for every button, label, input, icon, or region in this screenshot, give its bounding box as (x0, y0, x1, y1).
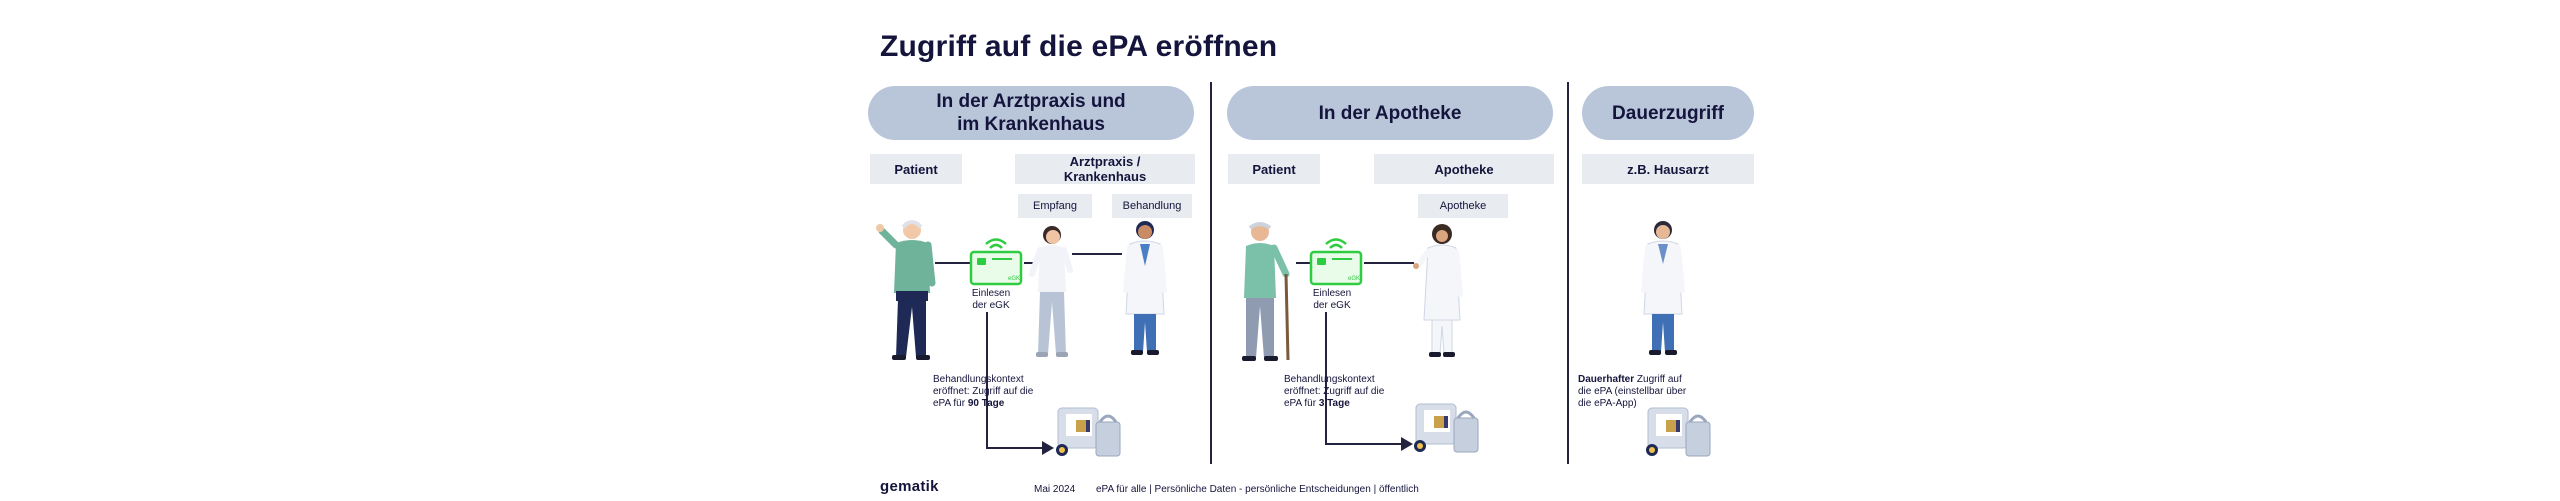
doctor-figure (1123, 221, 1167, 355)
connector-line (1024, 262, 1036, 264)
access-connector (1325, 443, 1403, 445)
column-header-arztpraxis: In der Arztpraxis und im Krankenhaus (868, 86, 1194, 140)
access-duration-text: Behandlungskontext eröffnet: Zugriff auf… (933, 374, 1034, 409)
egk-chip-label: eGK (1008, 276, 1020, 282)
page-title: Zugriff auf die ePA eröffnen (880, 30, 1278, 63)
epa-access-icon (1056, 407, 1121, 457)
role-arztpraxis: Arztpraxis / Krankenhaus (1015, 154, 1195, 184)
role-patient: Patient (870, 154, 962, 184)
column-header-dauerzugriff: Dauerzugriff (1582, 86, 1754, 140)
reception-staff-figure (1029, 226, 1073, 357)
subrole-apotheke: Apotheke (1418, 194, 1508, 218)
arrow-head-icon (1401, 437, 1413, 451)
egk-chip-label: eGK (1348, 276, 1360, 282)
card-label: Einlesen der eGK (1312, 288, 1352, 311)
access-duration-text: Behandlungskontext eröffnet: Zugriff auf… (1284, 374, 1385, 409)
connector-line (1364, 262, 1414, 264)
family-doctor-figure (1641, 221, 1685, 355)
column-divider (1210, 82, 1212, 464)
footer-text: ePA für alle | Persönliche Daten - persö… (1096, 484, 1419, 495)
column-divider (1567, 82, 1569, 464)
egk-card-icon: eGK (1309, 238, 1363, 286)
gematik-logo: gematik (880, 478, 939, 495)
access-connector (986, 447, 1044, 449)
arrow-head-icon (1042, 441, 1054, 455)
epa-access-icon (1414, 403, 1479, 453)
connector-line (935, 262, 971, 264)
epa-access-icon (1646, 407, 1711, 457)
subrole-behandlung: Behandlung (1112, 194, 1192, 218)
connector-line (1296, 262, 1310, 264)
role-hausarzt: z.B. Hausarzt (1582, 154, 1754, 184)
access-connector (986, 312, 988, 448)
access-connector (1325, 312, 1327, 444)
subrole-empfang: Empfang (1018, 194, 1092, 218)
pharmacist-figure (1413, 224, 1463, 357)
connector-line (1072, 253, 1122, 255)
card-label: Einlesen der eGK (971, 288, 1011, 311)
egk-card-icon: eGK (969, 238, 1023, 286)
role-apotheke: Apotheke (1374, 154, 1554, 184)
column-header-apotheke: In der Apotheke (1227, 86, 1553, 140)
footer-date: Mai 2024 (1034, 484, 1076, 495)
patient-with-cane-figure (1242, 222, 1290, 361)
patient-figure (876, 220, 936, 360)
role-patient: Patient (1228, 154, 1320, 184)
access-duration-text: Dauerhafter Zugriff auf die ePA (einstel… (1578, 374, 1687, 409)
